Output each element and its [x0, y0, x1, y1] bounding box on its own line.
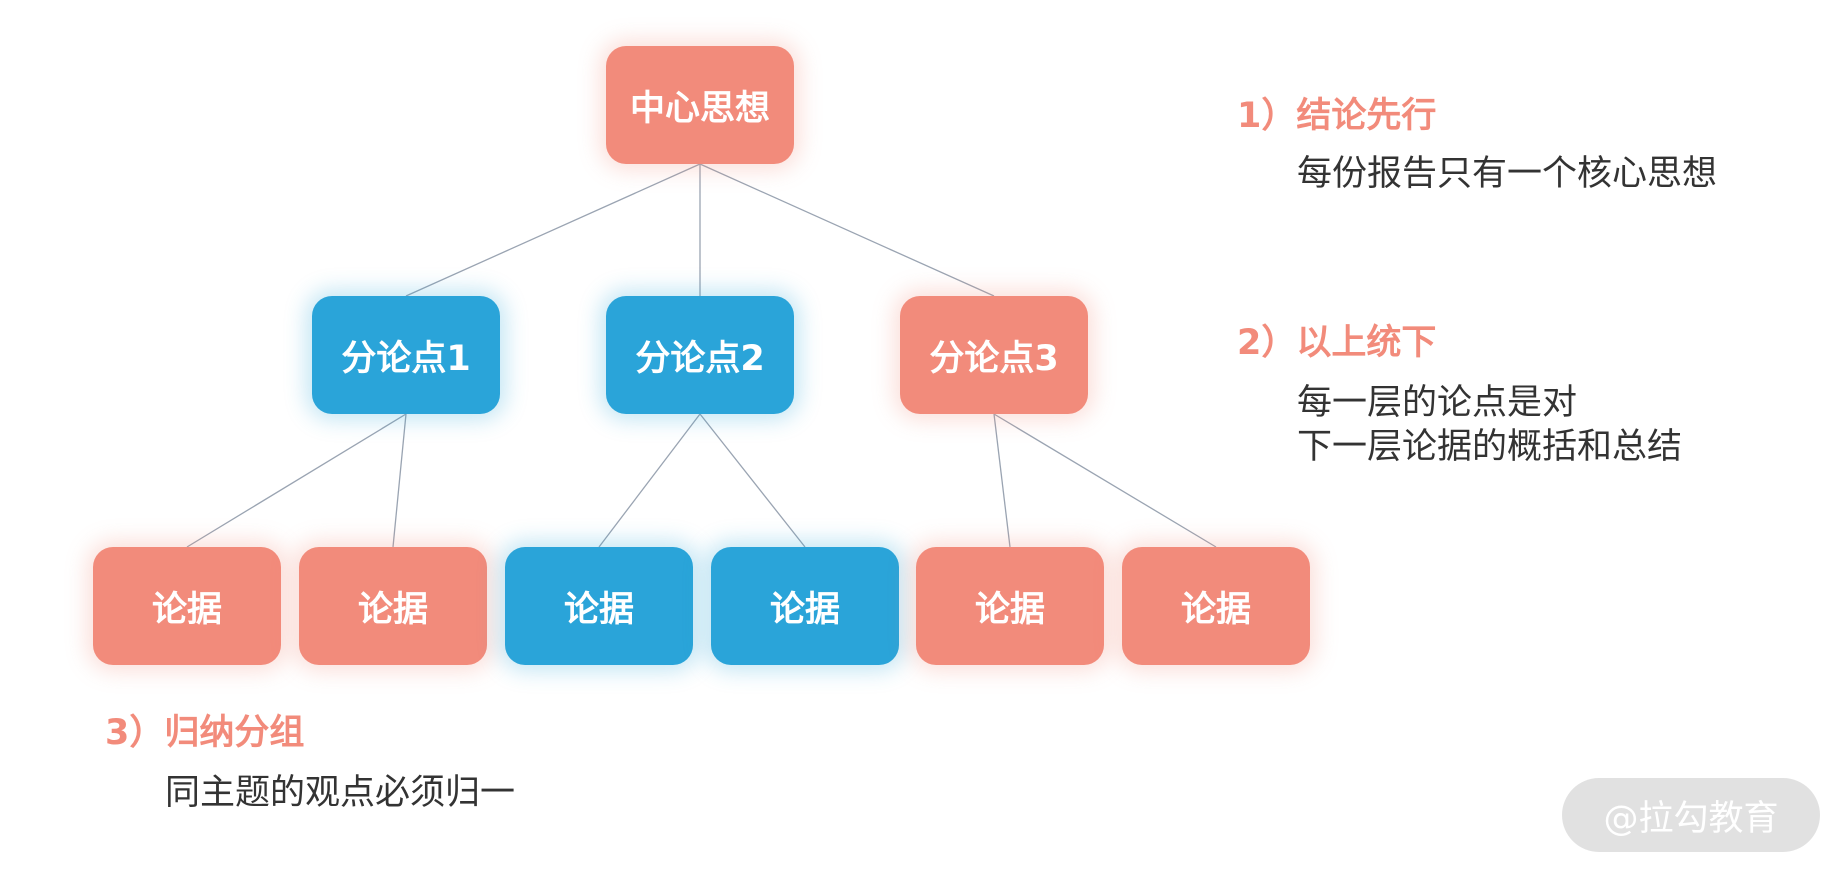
evidence-label: 论据	[151, 589, 222, 630]
evidence-label: 论据	[357, 589, 428, 630]
subpoint-to-evidence-line	[993, 413, 1011, 548]
principle-desc-line: 每份报告只有一个核心思想	[1297, 154, 1718, 194]
principle-desc-grouping: 同主题的观点必须归一	[165, 771, 515, 815]
principle-title-top-down: 2）以上统下	[1237, 323, 1437, 363]
subpoint-to-evidence-line	[699, 413, 806, 548]
root-node-main-idea: 中心思想	[606, 46, 794, 164]
subpoint-to-evidence-line	[993, 413, 1217, 548]
evidence-label: 论据	[1180, 589, 1251, 630]
evidence-label: 论据	[769, 589, 840, 630]
evidence-node: 论据	[505, 547, 693, 665]
sub-point-node-3: 分论点3	[900, 296, 1088, 414]
principle-title-conclusion-first: 1）结论先行	[1237, 96, 1437, 136]
root-node-label: 中心思想	[629, 88, 770, 129]
evidence-node: 论据	[299, 547, 487, 665]
evidence-node: 论据	[711, 547, 899, 665]
sub-point-label: 分论点3	[929, 338, 1059, 379]
sub-point-node-1: 分论点1	[312, 296, 500, 414]
principle-desc-line: 下一层论据的概括和总结	[1297, 427, 1683, 467]
principle-desc-line: 同主题的观点必须归一	[165, 773, 516, 813]
subpoint-to-evidence-line	[186, 413, 407, 548]
root-to-subpoint-line	[405, 163, 701, 297]
root-to-subpoint-line	[699, 163, 995, 297]
subpoint-to-evidence-line	[598, 413, 701, 548]
evidence-node: 论据	[916, 547, 1104, 665]
evidence-node: 论据	[1122, 547, 1310, 665]
sub-point-label: 分论点2	[635, 338, 765, 379]
evidence-node: 论据	[93, 547, 281, 665]
principle-title-grouping: 3）归纳分组	[105, 713, 305, 753]
subpoint-to-evidence-line	[392, 413, 407, 548]
evidence-label: 论据	[563, 589, 634, 630]
watermark-badge: @拉勾教育	[1562, 778, 1820, 852]
principle-desc-conclusion-first: 每份报告只有一个核心思想	[1297, 152, 1717, 196]
evidence-label: 论据	[974, 589, 1045, 630]
principle-desc-top-down: 每一层的论点是对 下一层论据的概括和总结	[1297, 381, 1682, 469]
sub-point-label: 分论点1	[341, 338, 471, 379]
principle-desc-line: 每一层的论点是对	[1297, 383, 1578, 423]
sub-point-node-2: 分论点2	[606, 296, 794, 414]
